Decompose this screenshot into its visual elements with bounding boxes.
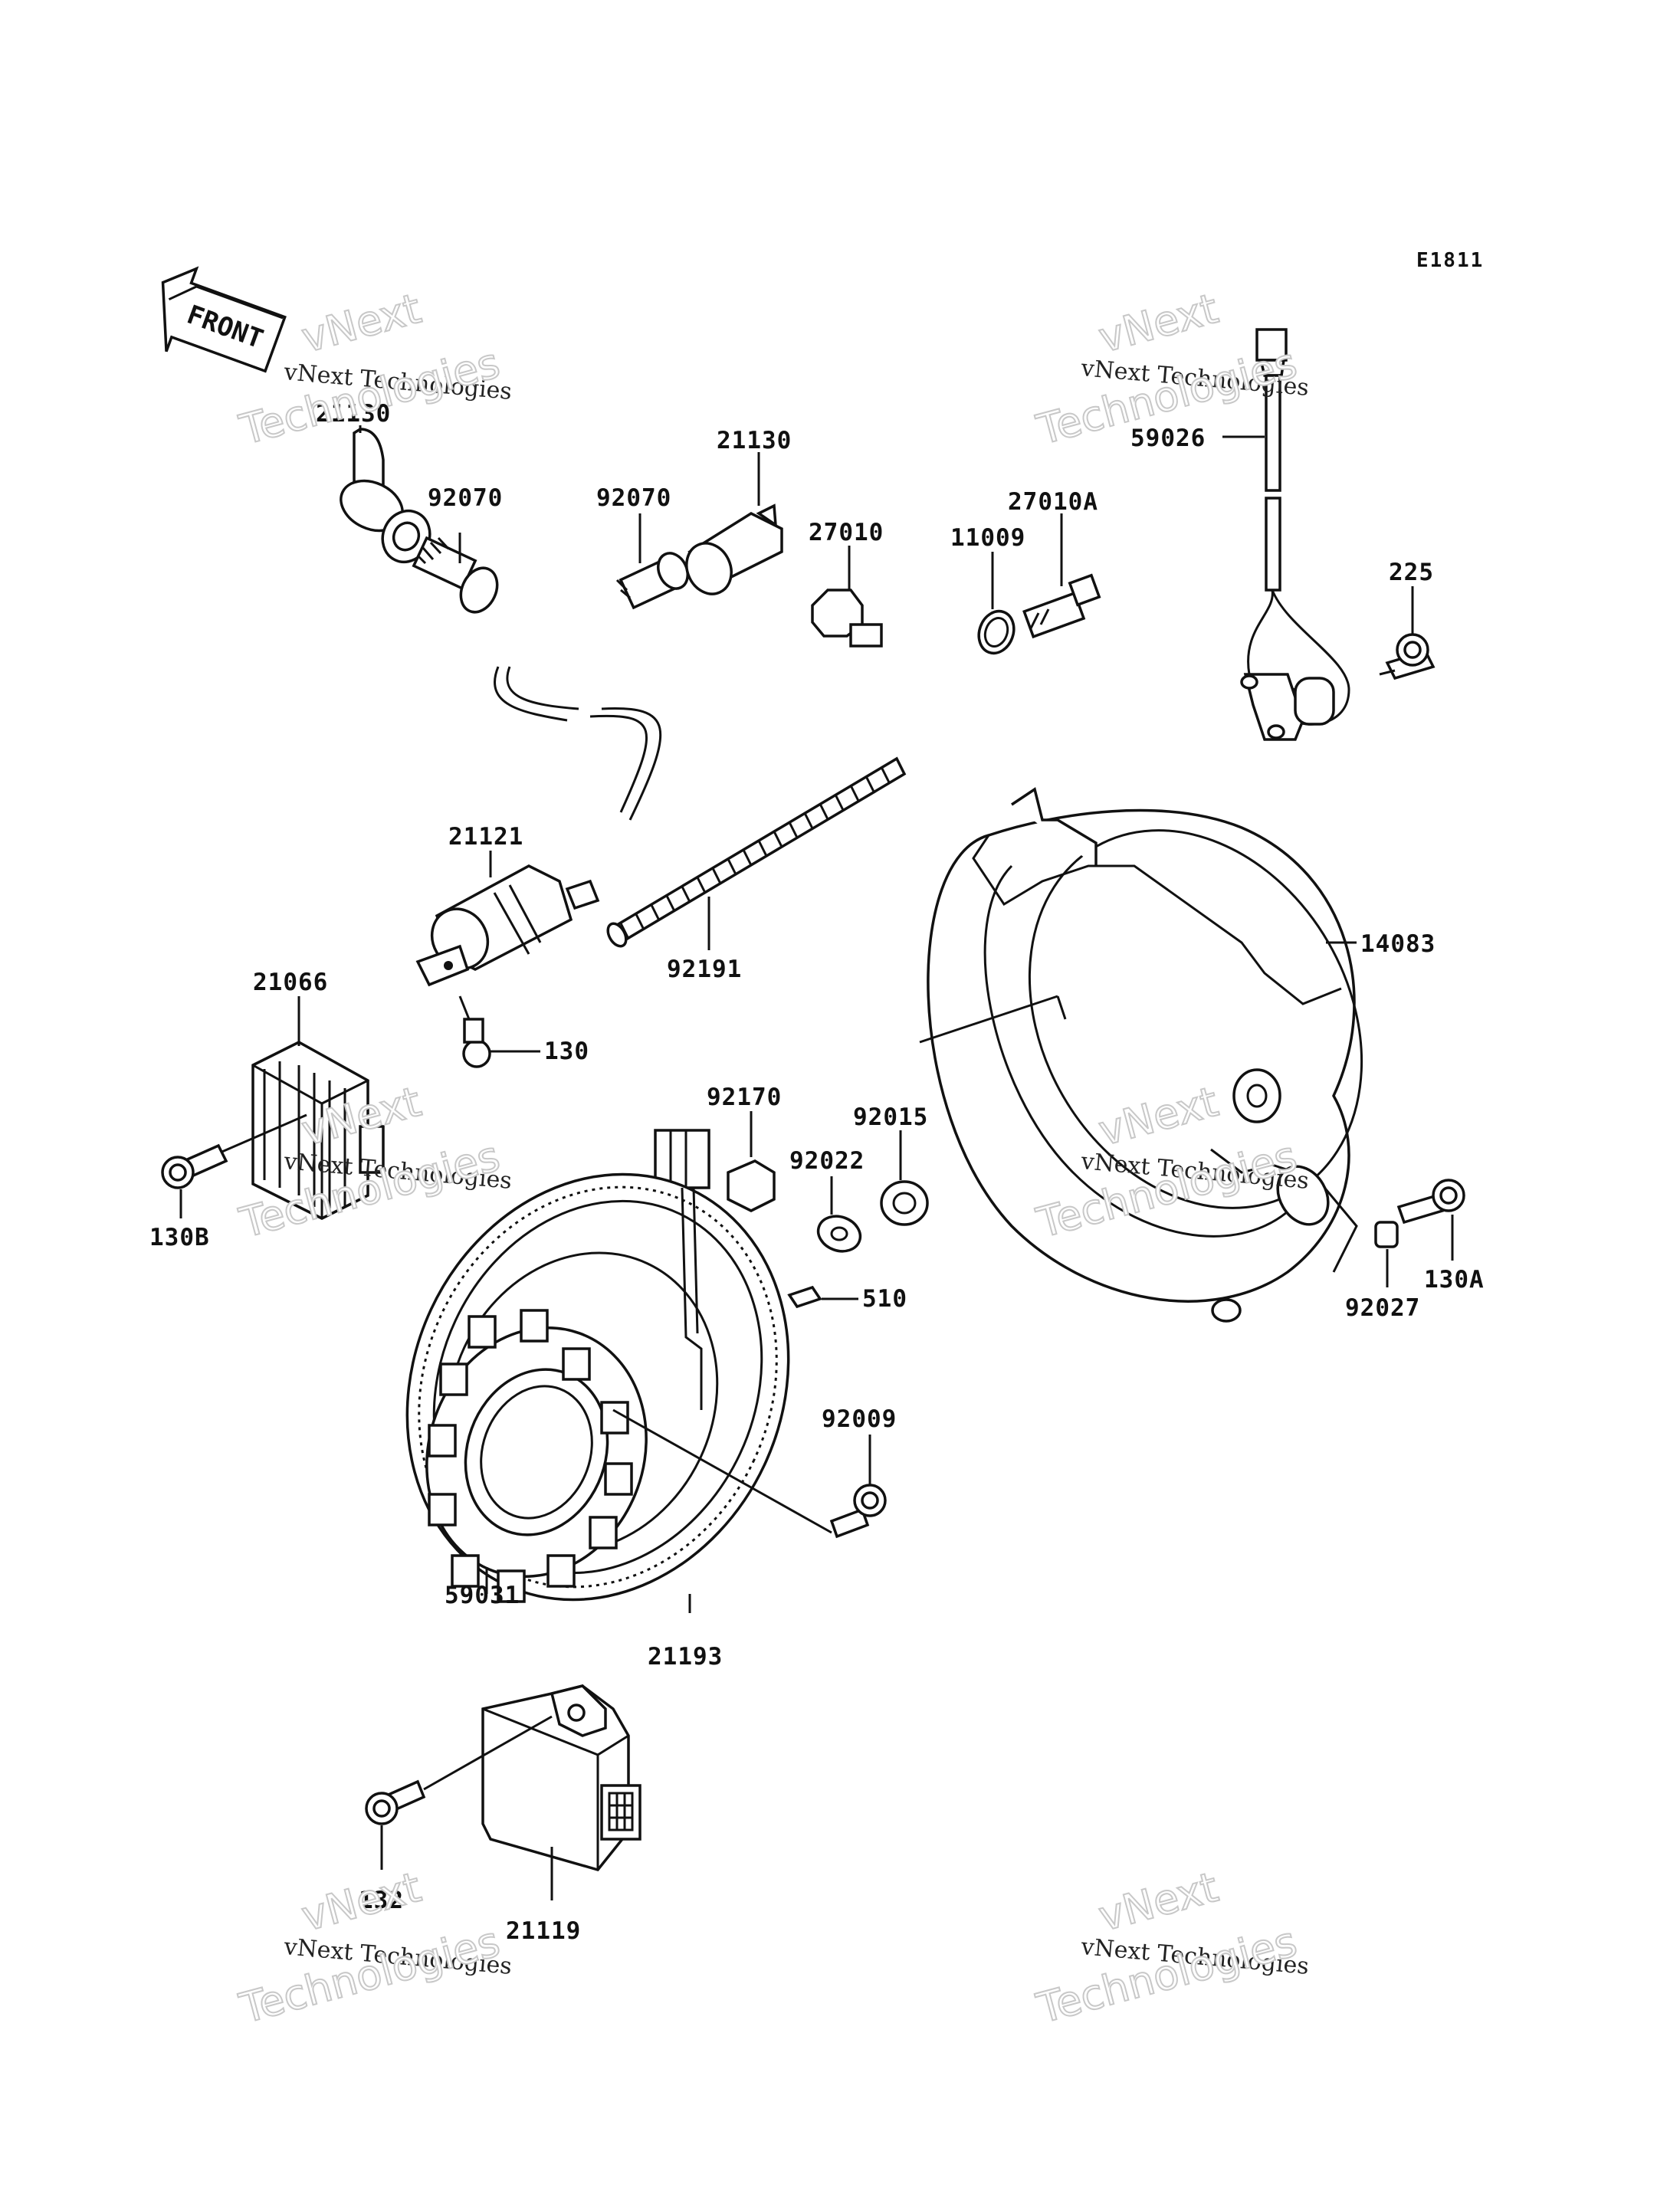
label-92170: 92170 [707, 1084, 782, 1111]
bolt-225 [1379, 633, 1436, 680]
diagram-code: E1811 [1416, 249, 1484, 272]
watermark-top-left: vNext vNext Technologies Technologies [234, 284, 513, 455]
spark-plug-mid [615, 552, 689, 610]
o-ring [977, 609, 1016, 655]
label-92027: 92027 [1345, 1294, 1420, 1322]
label-510: 510 [862, 1285, 907, 1313]
svg-text:vNext: vNext [297, 284, 426, 362]
spark-plug-cap-mid [685, 503, 783, 595]
collar-92027 [1374, 1221, 1399, 1248]
spark-plug-left [412, 536, 499, 614]
label-14083: 14083 [1360, 930, 1436, 958]
label-92009: 92009 [822, 1405, 897, 1433]
bolt-130 [458, 995, 540, 1068]
bolt-130B [161, 1143, 228, 1189]
watermark-bottom-right: vNext vNext Technologies Technologies [1031, 1862, 1310, 2034]
label-21119: 21119 [506, 1917, 581, 1945]
label-21193: 21193 [648, 1643, 723, 1671]
label-59031: 59031 [445, 1582, 520, 1609]
label-92191: 92191 [667, 956, 742, 983]
ignition-coil [415, 666, 662, 987]
label-130A: 130A [1424, 1266, 1485, 1294]
bolt-130A [1396, 1179, 1465, 1225]
label-92070-mid: 92070 [596, 484, 671, 512]
label-92070-left: 92070 [428, 484, 503, 512]
connector-92170 [654, 1129, 776, 1212]
bolt-132 [365, 1715, 553, 1825]
bolt-92009 [829, 1484, 887, 1539]
watermark-bottom-left: vNext vNext Technologies Technologies [234, 1862, 513, 2034]
cdi-box [481, 1684, 641, 1872]
oil-pressure-switch [811, 589, 883, 648]
label-21121: 21121 [448, 823, 523, 851]
label-225: 225 [1389, 559, 1434, 586]
svg-text:vNext: vNext [1094, 1863, 1223, 1941]
temperature-switch [1022, 573, 1101, 639]
label-21130-mid: 21130 [717, 427, 792, 454]
stator [425, 1187, 703, 1603]
label-21066: 21066 [253, 969, 328, 996]
svg-text:vNext: vNext [1094, 284, 1223, 362]
key-510 [787, 1285, 822, 1309]
label-59026: 59026 [1130, 425, 1206, 452]
spring-tube [606, 756, 907, 948]
label-132: 132 [359, 1887, 404, 1914]
spark-plug-cap-left [340, 428, 431, 564]
regulator-rectifier [218, 1041, 385, 1220]
label-92022: 92022 [789, 1147, 865, 1175]
label-27010: 27010 [809, 519, 884, 546]
label-27010A: 27010A [1008, 488, 1098, 516]
front-arrow-icon: FRONT [161, 266, 287, 373]
fan-housing [919, 787, 1363, 1323]
nut-92015 [880, 1180, 929, 1226]
sensor-with-wire [1240, 328, 1350, 741]
label-11009: 11009 [950, 524, 1025, 552]
label-21130-left: 21130 [316, 400, 391, 428]
label-92015: 92015 [853, 1103, 928, 1131]
label-130: 130 [544, 1038, 589, 1065]
washer-92022 [816, 1215, 862, 1253]
svg-text:vNext: vNext [297, 1863, 426, 1941]
label-130B: 130B [149, 1224, 210, 1251]
